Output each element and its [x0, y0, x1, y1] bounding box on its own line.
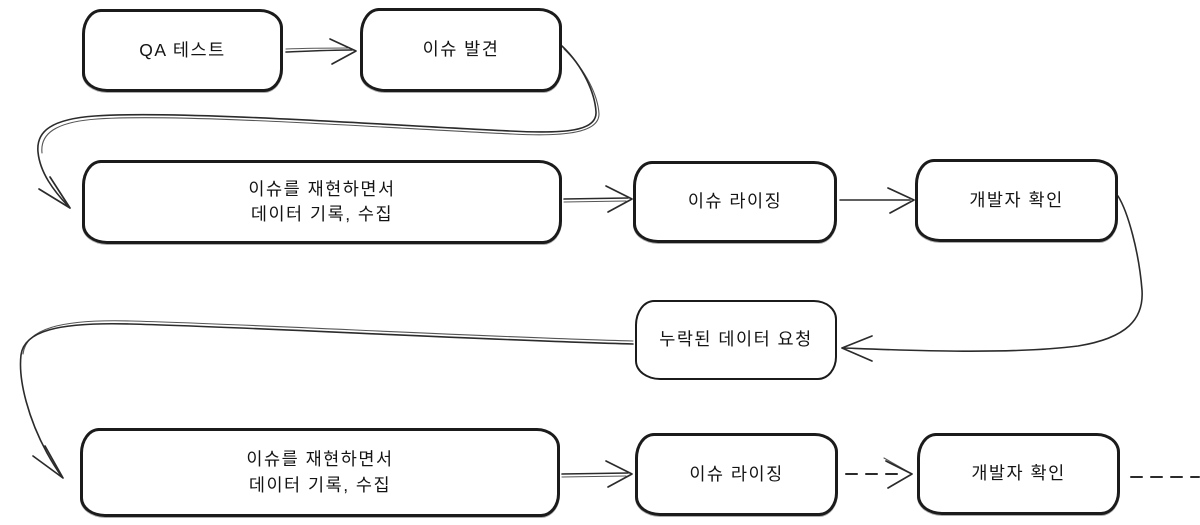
node-reproduce-and-collect-1-label: 이슈를 재현하면서 데이터 기록, 수집	[248, 178, 396, 224]
node-reproduce-and-collect-1: 이슈를 재현하면서 데이터 기록, 수집	[82, 160, 562, 244]
node-developer-check-1: 개발자 확인	[915, 159, 1118, 242]
node-issue-raising-2-label: 이슈 라이징	[689, 463, 784, 484]
node-qa-test-label: QA 테스트	[139, 39, 226, 60]
edge-missing-data-request-to-reproduce-2	[19, 320, 634, 479]
edge-reproduce-2-to-issue-raising-2	[561, 460, 633, 488]
edge-issue-raising-1-to-developer-check-1	[839, 187, 915, 214]
node-reproduce-and-collect-2: 이슈를 재현하면서 데이터 기록, 수집	[80, 428, 560, 517]
edge-developer-check-1-to-missing-data-request	[841, 195, 1143, 362]
edge-issue-found-to-reproduce-1	[37, 45, 600, 209]
node-issue-raising-1-label: 이슈 라이징	[687, 191, 783, 212]
node-developer-check-1-label: 개발자 확인	[969, 189, 1064, 210]
node-developer-check-2: 개발자 확인	[917, 433, 1120, 515]
node-reproduce-and-collect-2-label: 이슈를 재현하면서 데이터 기록, 수집	[246, 449, 394, 495]
node-issue-raising-1: 이슈 라이징	[633, 161, 837, 243]
node-issue-raising-2: 이슈 라이징	[635, 433, 838, 516]
node-missing-data-request-label: 누락된 데이터 요청	[659, 329, 813, 350]
edge-qa-test-to-issue-found	[285, 38, 357, 65]
edge-issue-raising-2-to-developer-check-2	[845, 457, 913, 489]
node-issue-found-label: 이슈 발견	[422, 39, 500, 60]
node-missing-data-request: 누락된 데이터 요청	[635, 300, 837, 380]
node-qa-test: QA 테스트	[82, 9, 283, 92]
node-developer-check-2-label: 개발자 확인	[971, 463, 1066, 484]
node-issue-found: 이슈 발견	[360, 8, 562, 92]
edge-reproduce-1-to-issue-raising-1	[563, 185, 633, 213]
